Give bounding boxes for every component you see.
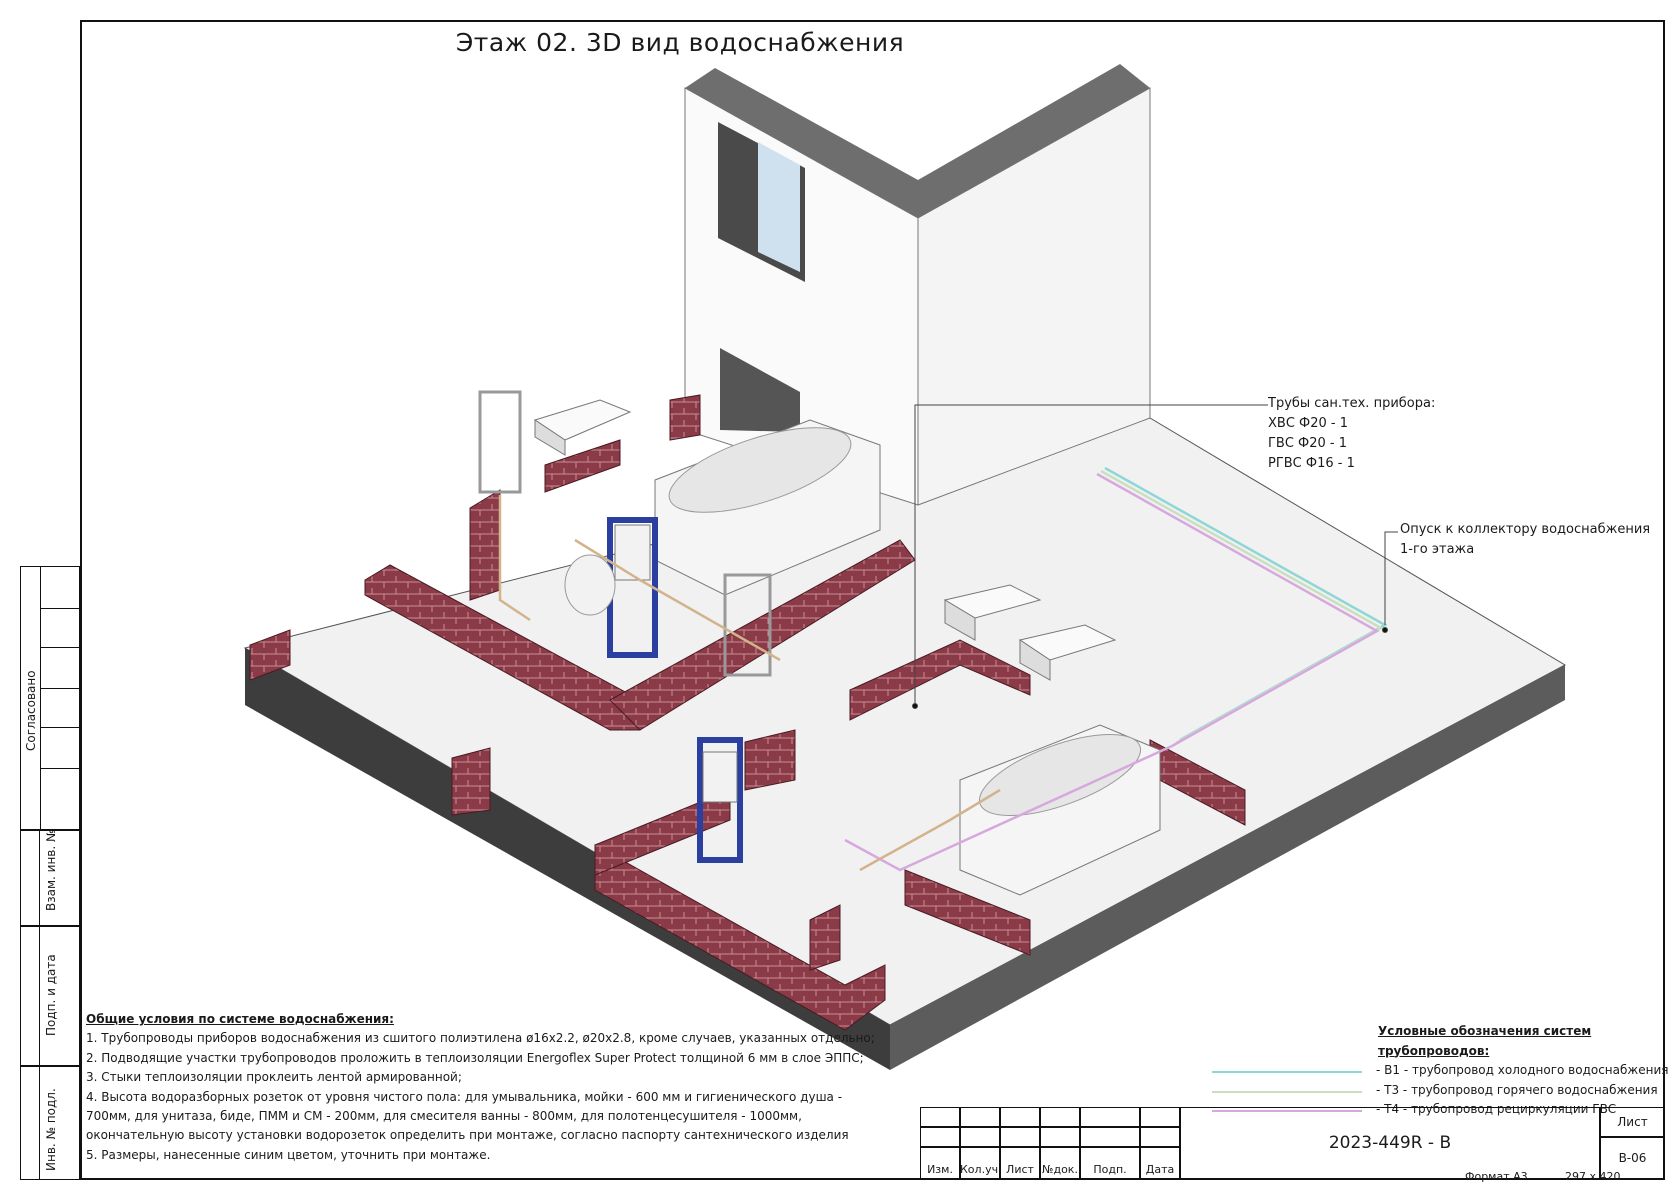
legend-heading: Условные обозначения систем трубопроводо…	[1378, 1024, 1592, 1058]
sign-date-cell-small	[20, 926, 40, 1066]
wall-corner	[684, 64, 1151, 506]
col-label: №док.	[1042, 1163, 1078, 1176]
sinks-lower	[943, 584, 1117, 681]
legend-row-recirc: - Т4 - трубопровод рециркуляции ГВС	[1200, 1100, 1660, 1120]
col-label: Лист	[1006, 1163, 1034, 1176]
legend-text: - Т3 - трубопровод горячего водоснабжени…	[1376, 1082, 1658, 1097]
note-item: 700мм, для унитаза, биде, ПММ и СМ - 200…	[86, 1109, 802, 1124]
note-item: 4. Высота водоразборных розеток от уровн…	[86, 1089, 843, 1104]
agreed-row-2	[40, 688, 80, 728]
riser-line1: Опуск к коллектору водоснабжения	[1400, 522, 1651, 537]
fixture-pipes-line1: Трубы сан.тех. прибора:	[1268, 396, 1436, 411]
hot-water-swatch	[1212, 1090, 1362, 1093]
col-label: Кол.уч.	[960, 1163, 1002, 1176]
legend-text: - В1 - трубопровод холодного водоснабжен…	[1376, 1063, 1669, 1077]
drawing-frame	[80, 20, 1665, 1180]
sheet-label: Лист	[1617, 1115, 1648, 1129]
bathtub-lower	[959, 724, 1161, 896]
inv-replace-label: Взам. инв. №	[44, 829, 58, 911]
installation-frame-lower	[697, 573, 772, 863]
riser-line2: 1-го этажа	[1400, 542, 1475, 557]
sheet-number: В-06	[1618, 1151, 1647, 1165]
notes-heading: Общие условия по системе водоснабжения:	[86, 1012, 394, 1026]
note-item: окончательную высоту установки водорозет…	[86, 1128, 849, 1143]
format-label: Формат А3	[1465, 1170, 1528, 1183]
brick-walls-upper	[249, 394, 916, 731]
fixture-pipes-callout: Трубы сан.тех. прибора: ХВС Ф20 - 1 ГВС …	[1268, 394, 1435, 474]
agreed-row-3	[40, 768, 80, 830]
inv-replace-cell-small	[20, 830, 40, 926]
note-item: 3. Стыки теплоизоляции проклеить лентой …	[86, 1070, 462, 1085]
general-notes: Общие условия по системе водоснабжения: …	[86, 1010, 946, 1165]
sign-date-label: Подп. и дата	[44, 954, 58, 1036]
legend-text: - Т4 - трубопровод рециркуляции ГВС	[1376, 1102, 1617, 1116]
code-cell	[1180, 1107, 1600, 1180]
callout-leaders	[912, 404, 1398, 709]
document-code: 2023-449R - В	[1328, 1133, 1452, 1153]
cold-water-swatch	[1212, 1071, 1362, 1073]
col-label: Изм.	[927, 1163, 953, 1176]
pipe-legend: Условные обозначения систем трубопроводо…	[1200, 1022, 1668, 1120]
inv-original-label: Инв. № подл.	[44, 1088, 58, 1171]
note-item: 5. Размеры, нанесенные синим цветом, уто…	[86, 1147, 491, 1162]
agreed-row-1	[40, 608, 80, 648]
brick-walls-lower	[451, 639, 1246, 1031]
fixture-pipes-line4: РГВС Ф16 - 1	[1268, 456, 1355, 471]
legend-row-hot: - Т3 - трубопровод горячего водоснабжени…	[1200, 1081, 1660, 1101]
fixture-pipes-line2: ХВС Ф20 - 1	[1268, 416, 1348, 431]
riser-callout: Опуск к коллектору водоснабжения 1-го эт…	[1400, 520, 1650, 560]
legend-row-cold: - В1 - трубопровод холодного водоснабжен…	[1200, 1061, 1668, 1081]
title-block: Изм. Кол.уч. Лист №док. Подп. Дата 2023-…	[920, 1107, 1665, 1180]
inv-original-cell-small	[20, 1066, 40, 1180]
sink-upper	[478, 390, 632, 494]
side-approval-block: Согласовано Взам. инв. № Подп. и дата Ин…	[20, 566, 80, 1180]
sheet-value-cell	[1600, 1137, 1665, 1180]
agreed-label: Согласовано	[24, 670, 38, 751]
col-label: Дата	[1145, 1163, 1175, 1176]
recirc-swatch	[1212, 1110, 1362, 1112]
note-item: 1. Трубопроводы приборов водоснабжения и…	[86, 1031, 875, 1046]
note-item: 2. Подводящие участки трубопроводов прол…	[86, 1050, 864, 1065]
sheet-label-cell	[1600, 1107, 1665, 1137]
page-title: Этаж 02. 3D вид водоснабжения	[455, 28, 905, 57]
sheet-size-label: 297 х 420	[1565, 1170, 1621, 1183]
col-label: Подп.	[1093, 1163, 1127, 1176]
fixture-pipes-line3: ГВС Ф20 - 1	[1268, 436, 1348, 451]
